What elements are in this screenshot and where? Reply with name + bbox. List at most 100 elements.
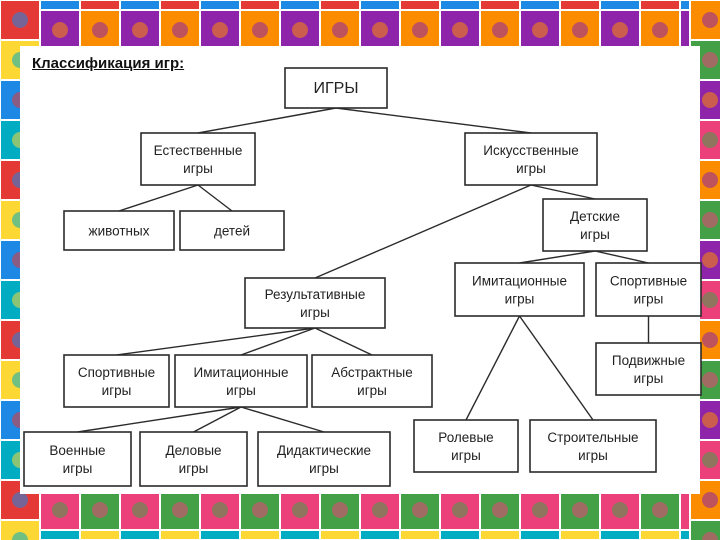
- node-box: [464, 132, 598, 186]
- node-label: ИГРЫ: [314, 80, 359, 97]
- edge-artificial-result: [314, 184, 532, 279]
- node-animals: животных: [63, 210, 175, 251]
- diagram-edges: [77, 107, 650, 433]
- node-box: [542, 198, 648, 252]
- edge-natural-animals: [118, 184, 199, 212]
- node-label: игры: [309, 461, 339, 476]
- puzzle-piece: [79, 489, 121, 531]
- puzzle-piece: [0, 519, 41, 540]
- node-label: Военные: [49, 443, 105, 458]
- node-label: Ролевые: [438, 430, 493, 445]
- node-label: игры: [183, 161, 213, 176]
- puzzle-piece: [439, 489, 481, 531]
- node-label: Спортивные: [610, 274, 687, 289]
- puzzle-piece: [689, 0, 720, 41]
- edge-imit1-didactic: [240, 406, 325, 433]
- puzzle-piece: [159, 489, 201, 531]
- edge-imit1-business: [193, 406, 242, 433]
- node-label: Детские: [570, 209, 620, 224]
- edge-games-artificial: [335, 107, 532, 134]
- puzzle-piece: [689, 519, 720, 540]
- edge-result-imit1: [240, 327, 316, 356]
- node-label: игры: [516, 161, 546, 176]
- node-sport1: Спортивные игры: [63, 354, 170, 408]
- node-label: игры: [63, 461, 93, 476]
- node-label: Имитационные: [472, 274, 567, 289]
- node-label: игры: [102, 383, 132, 398]
- node-role: Ролевые игры: [413, 419, 519, 473]
- node-business: Деловые игры: [139, 431, 248, 487]
- node-construct: Строительные игры: [529, 419, 657, 473]
- puzzle-piece: [359, 489, 401, 531]
- node-box: [257, 431, 391, 487]
- edge-result-abstract: [314, 327, 373, 356]
- node-box: [311, 354, 433, 408]
- puzzle-piece: [559, 9, 601, 51]
- node-label: детей: [214, 224, 250, 239]
- node-box: [179, 210, 285, 251]
- edge-artificial-kids: [530, 184, 596, 200]
- node-label: игры: [634, 292, 664, 307]
- node-box: [595, 342, 702, 396]
- node-box: [63, 354, 170, 408]
- puzzle-piece: [399, 9, 441, 51]
- node-box: [174, 354, 308, 408]
- node-kids: Детские игры: [542, 198, 648, 252]
- node-label: Дидактические: [277, 443, 371, 458]
- node-box: [139, 431, 248, 487]
- puzzle-piece: [199, 489, 241, 531]
- node-box: [454, 262, 585, 317]
- node-label: игры: [505, 292, 535, 307]
- node-didactic: Дидактические игры: [257, 431, 391, 487]
- node-label: игры: [580, 227, 610, 242]
- edge-kids-imit2: [519, 250, 596, 264]
- node-label: животных: [89, 224, 150, 239]
- puzzle-piece: [279, 9, 321, 51]
- puzzle-piece: [519, 9, 561, 51]
- node-label: Строительные: [547, 430, 638, 445]
- node-label: игры: [578, 448, 608, 463]
- edge-games-natural: [197, 107, 337, 134]
- node-box: [284, 67, 388, 109]
- node-imit2: Имитационные игры: [454, 262, 585, 317]
- puzzle-piece: [159, 9, 201, 51]
- node-label: игры: [634, 371, 664, 386]
- node-label: Искусственные: [483, 143, 578, 158]
- edge-imit2-role: [465, 315, 521, 421]
- node-label: Деловые: [165, 443, 221, 458]
- node-label: игры: [179, 461, 209, 476]
- edge-result-sport1: [116, 327, 316, 356]
- node-children: детей: [179, 210, 285, 251]
- puzzle-piece: [39, 489, 81, 531]
- node-box: [140, 132, 256, 186]
- node-box: [413, 419, 519, 473]
- node-sport2: Спортивные игры: [595, 262, 702, 317]
- node-box: [63, 210, 175, 251]
- node-box: [244, 277, 386, 329]
- node-label: Результативные: [265, 287, 366, 302]
- node-label: Абстрактные: [331, 365, 412, 380]
- node-label: Спортивные: [78, 365, 155, 380]
- node-artificial: Искусственные игры: [464, 132, 598, 186]
- edge-natural-children: [197, 184, 233, 212]
- node-label: Естественные: [154, 143, 243, 158]
- slide-title: Классификация игр:: [32, 55, 185, 72]
- edge-kids-sport2: [594, 250, 649, 264]
- node-box: [23, 431, 132, 487]
- edge-imit2-construct: [518, 315, 594, 421]
- puzzle-piece: [0, 0, 41, 41]
- puzzle-piece: [39, 9, 81, 51]
- node-label: Имитационные: [194, 365, 289, 380]
- diagram-nodes: ИГРЫ Естественные игры Искусственные игры жив…: [23, 67, 702, 487]
- puzzle-piece: [199, 9, 241, 51]
- node-box: [595, 262, 702, 317]
- edge-imit1-military: [77, 406, 242, 433]
- node-natural: Естественные игры: [140, 132, 256, 186]
- node-label: игры: [451, 448, 481, 463]
- node-military: Военные игры: [23, 431, 132, 487]
